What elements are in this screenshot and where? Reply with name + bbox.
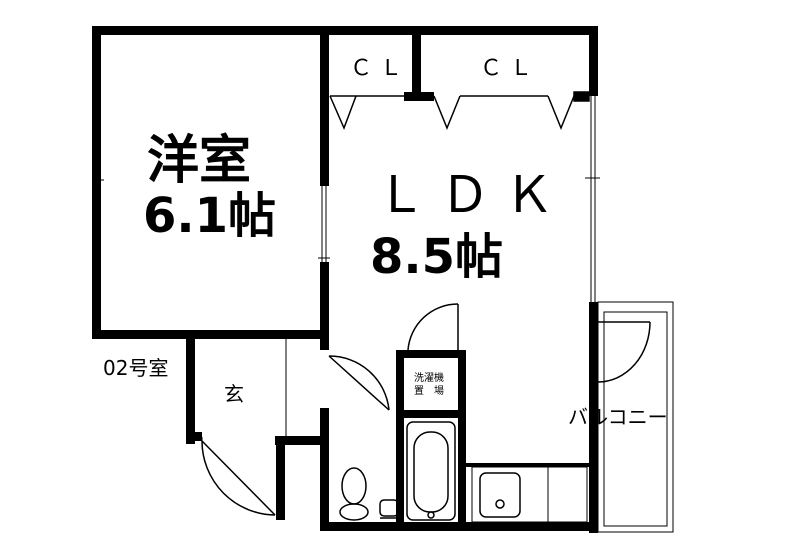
ldk-room-name: ＬＤＫ (376, 166, 568, 224)
balcony-label: バルコニー (568, 405, 668, 429)
fixtures (339, 421, 521, 521)
closet-right-label: ＣＬ (480, 56, 540, 81)
western-room-area: 6.1帖 (143, 188, 276, 244)
thin-lines (92, 96, 674, 533)
closet-doors (329, 91, 590, 130)
closet-left-label: ＣＬ (350, 56, 410, 81)
western-room-name: 洋室 (147, 131, 251, 191)
entrance-label: 玄 (224, 382, 244, 406)
unit-label: 02号室 (103, 356, 168, 380)
washbasin (379, 499, 399, 519)
bathtub (406, 421, 456, 521)
toilet (339, 467, 369, 521)
washer-label-line2: 置 場 (414, 384, 444, 397)
kitchen-sink (479, 472, 521, 518)
washer-label-line1: 洗濯機 (414, 371, 444, 384)
swing-doors (201, 303, 651, 516)
ldk-room-area: 8.5帖 (370, 229, 503, 285)
walls (92, 26, 598, 533)
